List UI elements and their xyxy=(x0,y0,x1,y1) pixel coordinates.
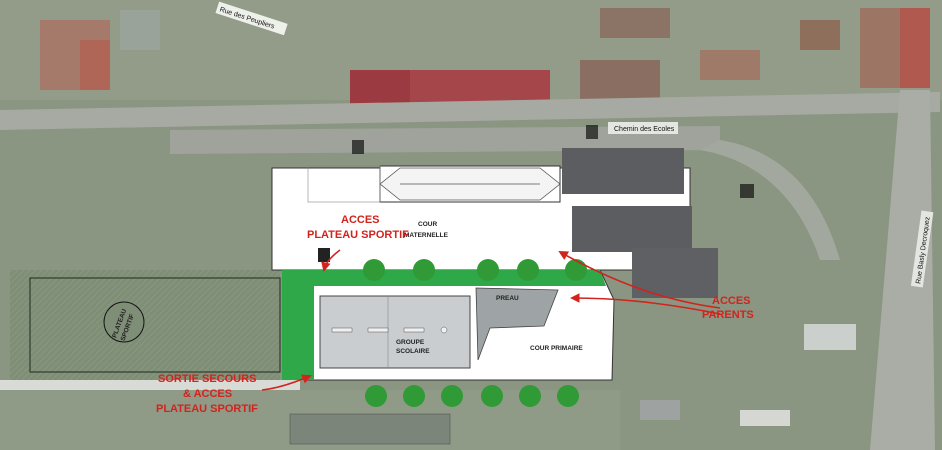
annotation-acces-parents-1: ACCES xyxy=(712,295,751,307)
annotation-sortie-1: SORTIE SECOURS xyxy=(158,373,256,385)
label-cour-maternelle-2: MATERNELLE xyxy=(404,232,449,239)
label-groupe-scolaire-2: SCOLAIRE xyxy=(396,348,430,355)
preau-structure xyxy=(475,287,559,361)
green-spaces xyxy=(282,270,606,380)
roads xyxy=(0,90,940,450)
annotation-acces-parents-2: PARENTS xyxy=(702,309,754,321)
annotation-acces-plateau-2: PLATEAU SPORTIF xyxy=(307,229,409,241)
plateau-sportif-field xyxy=(29,277,281,373)
south-buildings xyxy=(289,324,856,445)
annotation-sortie-2: & ACCES xyxy=(183,388,232,400)
crosswalks xyxy=(352,125,754,198)
annotation-sortie-3: PLATEAU SPORTIF xyxy=(156,403,258,415)
label-groupe-scolaire-1: GROUPE xyxy=(396,339,425,346)
plateau-sportif-emblem: PLATEAU SPORTIF xyxy=(103,301,145,343)
annotation-arrows xyxy=(261,249,721,391)
label-cour-primaire: COUR PRIMAIRE xyxy=(530,345,583,352)
school-buildings xyxy=(307,148,718,298)
trees-south-row xyxy=(365,385,579,407)
west-field xyxy=(10,270,280,380)
label-preau: PREAU xyxy=(496,295,519,302)
trees-north-row xyxy=(363,259,587,281)
street-label-chemin-des-ecoles: Chemin des Ecoles xyxy=(614,126,675,133)
label-cour-maternelle-1: COUR xyxy=(418,221,437,228)
annotation-acces-plateau-1: ACCES xyxy=(341,214,380,226)
groupe-scolaire-building xyxy=(319,295,471,369)
